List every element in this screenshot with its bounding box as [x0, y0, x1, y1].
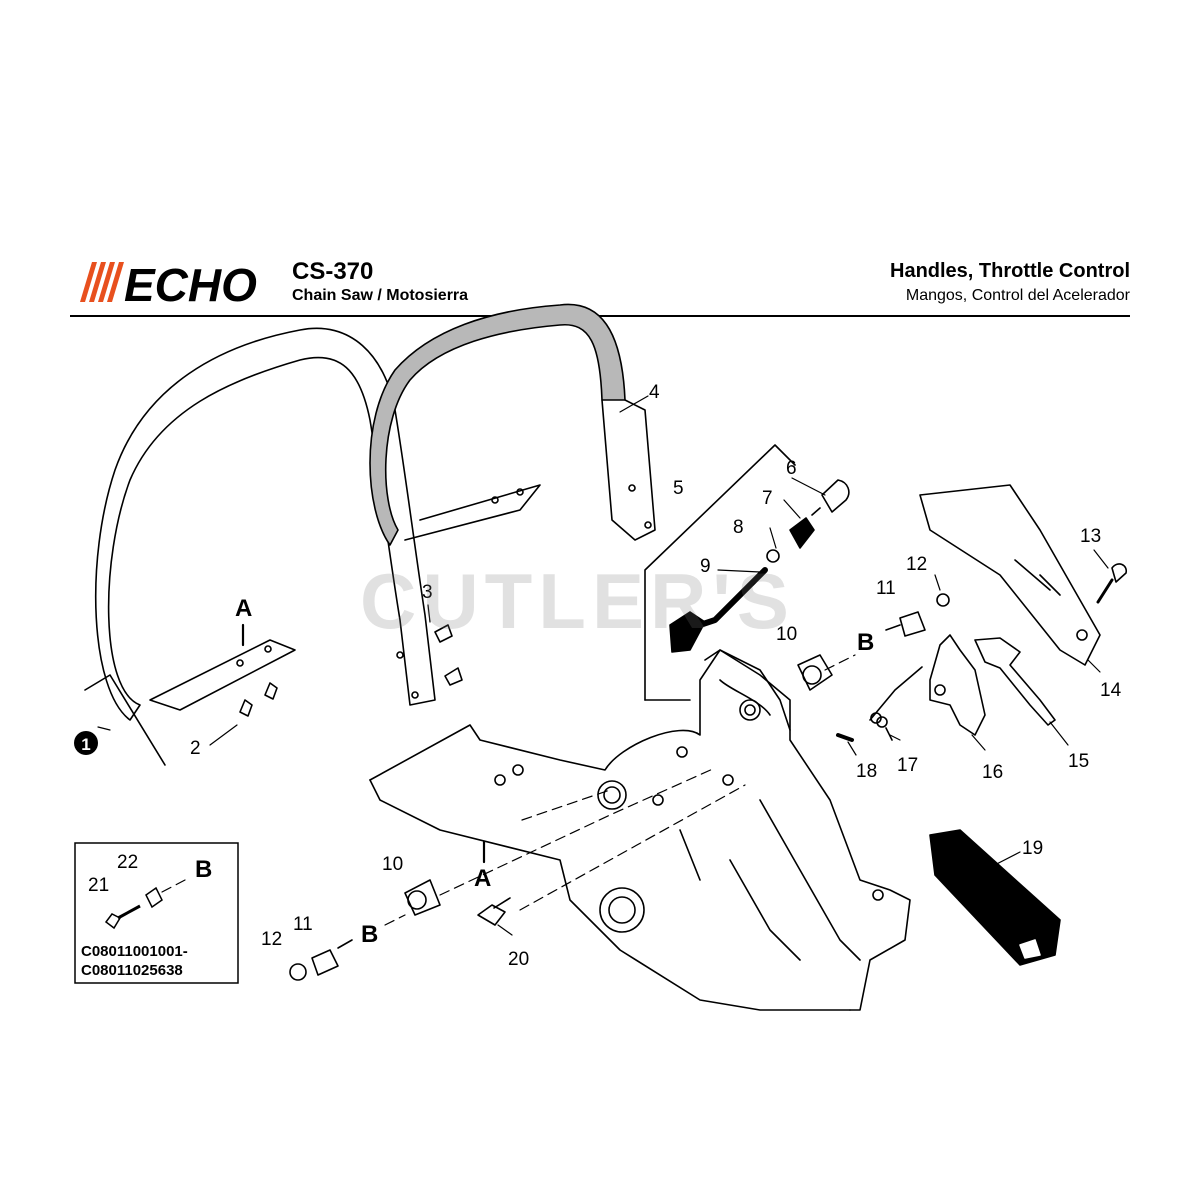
alignment-lines — [161, 654, 856, 926]
serial-to: C08011025638 — [81, 962, 183, 979]
label-part-8: 8 — [733, 517, 744, 538]
part-labels: 1 2 3 4 5 6 7 8 9 10 11 12 13 14 15 16 1… — [74, 382, 1122, 970]
brand-name: ECHO — [124, 259, 257, 306]
label-part-2: 2 — [190, 738, 201, 759]
throttle-lock-15 — [974, 637, 1056, 726]
bushing-10-upper — [797, 654, 833, 691]
label-part-12-lower: 12 — [261, 929, 282, 950]
rear-handle-frame — [369, 649, 911, 1011]
throttle-rod-9 — [669, 567, 768, 653]
cushion-19 — [929, 829, 1061, 966]
bushing-10-lower — [404, 879, 441, 916]
label-part-13: 13 — [1080, 526, 1101, 547]
label-part-19: 19 — [1022, 838, 1043, 859]
ref-b-upper: B — [857, 629, 874, 656]
label-part-10-lower: 10 — [382, 854, 403, 875]
model-description: Chain Saw / Motosierra — [292, 287, 469, 304]
page-title: Handles, Throttle Control — [890, 260, 1130, 282]
label-part-9: 9 — [700, 556, 711, 577]
label-part-1-badge — [74, 731, 98, 755]
ref-a-lower: A — [474, 865, 491, 892]
front-handle — [94, 327, 436, 721]
leader-lines — [97, 395, 1109, 936]
serial-from: C08011001001- — [81, 943, 188, 960]
label-part-11-lower: 11 — [293, 914, 313, 935]
label-part-3: 3 — [422, 582, 433, 603]
bolt-11-lower — [311, 939, 353, 976]
label-part-5: 5 — [673, 478, 684, 499]
label-part-10-upper: 10 — [776, 624, 797, 645]
washer-12-upper — [936, 593, 950, 607]
echo-logo: ECHO — [80, 259, 257, 306]
label-part-16: 16 — [982, 762, 1003, 783]
label-part-15: 15 — [1068, 751, 1089, 772]
label-part-17: 17 — [897, 755, 918, 776]
ref-b-inset: B — [195, 856, 212, 883]
group-bracket-1 — [84, 674, 166, 766]
label-part-14: 14 — [1100, 680, 1122, 701]
ref-a-upper: A — [235, 595, 252, 622]
button-6 — [811, 479, 850, 516]
label-part-11-upper: 11 — [876, 578, 896, 599]
nipple-20 — [477, 897, 511, 926]
label-part-21: 21 — [88, 875, 109, 896]
label-part-4: 4 — [649, 382, 660, 403]
page-subtitle: Mangos, Control del Acelerador — [905, 287, 1130, 304]
label-part-12-upper: 12 — [906, 554, 927, 575]
label-part-22: 22 — [117, 852, 138, 873]
model-number: CS-370 — [292, 258, 374, 285]
label-part-20: 20 — [508, 949, 529, 970]
watermark: CUTLER'S — [360, 557, 795, 645]
pin-18 — [836, 733, 854, 742]
washer-12-lower — [289, 963, 307, 981]
screws-3 — [434, 624, 463, 686]
label-part-1: 1 — [81, 735, 90, 754]
o-ring-8 — [766, 549, 780, 563]
bolt-11-upper — [885, 611, 926, 637]
throttle-trigger-16 — [929, 634, 986, 736]
screw-13 — [1096, 563, 1128, 604]
screws-2 — [239, 682, 278, 717]
rear-grip-14 — [919, 484, 1101, 666]
label-part-6: 6 — [786, 458, 797, 479]
group-bracket-5-9 — [644, 444, 796, 701]
inset-box: 21 22 B C08011001001- C08011025638 — [74, 842, 239, 984]
label-part-7: 7 — [762, 488, 773, 509]
ref-b-lower: B — [361, 921, 378, 948]
label-part-18: 18 — [856, 761, 877, 782]
front-handle-grip — [369, 303, 656, 546]
grommet-7 — [789, 517, 815, 549]
spring-17 — [869, 666, 923, 741]
